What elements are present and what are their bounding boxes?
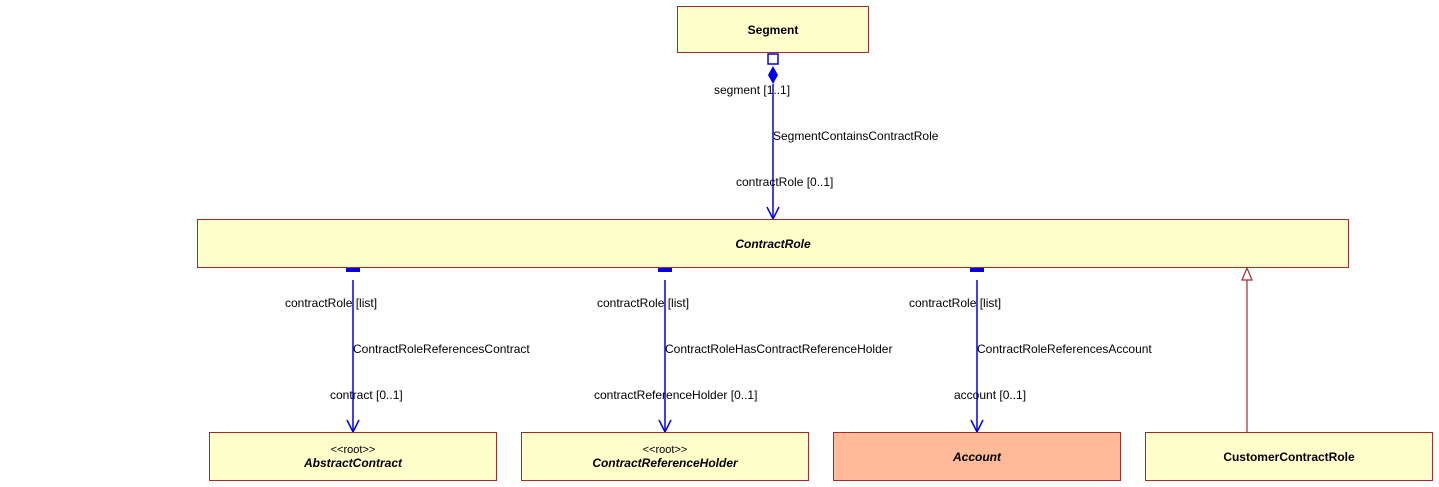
class-customer-contract-role[interactable]: CustomerContractRole — [1145, 432, 1433, 481]
class-name: ContractRole — [735, 236, 811, 251]
association-end-marker — [970, 267, 984, 272]
composition-square-marker — [767, 53, 779, 65]
class-account[interactable]: Account — [833, 432, 1121, 481]
class-contract-reference-holder[interactable]: <<root>> ContractReferenceHolder — [521, 432, 809, 481]
association-name-label: ContractRoleReferencesAccount — [977, 342, 1152, 356]
class-name: Segment — [747, 22, 799, 37]
generalization-triangle — [1241, 266, 1253, 281]
association-end-marker — [658, 267, 672, 272]
class-segment[interactable]: Segment — [677, 6, 869, 53]
stereotype-label: <<root>> — [642, 443, 688, 456]
generalization-connector[interactable] — [1241, 266, 1253, 432]
class-contract-role[interactable]: ContractRole — [197, 219, 1349, 268]
class-name: CustomerContractRole — [1223, 449, 1355, 464]
class-abstract-contract[interactable]: <<root>> AbstractContract — [209, 432, 497, 481]
source-role-label: contractRole [list] — [597, 296, 690, 310]
class-name: AbstractContract — [303, 455, 402, 470]
association-name-label: SegmentContainsContractRole — [773, 129, 939, 143]
class-name: Account — [953, 449, 1001, 464]
target-role-label: account [0..1] — [954, 388, 1027, 402]
association-end-marker — [346, 267, 360, 272]
target-role-label: contractReferenceHolder [0..1] — [594, 388, 758, 402]
target-role-label: contractRole [0..1] — [736, 175, 834, 189]
association-name-label: ContractRoleHasContractReferenceHolder — [665, 342, 893, 356]
stereotype-label: <<root>> — [330, 443, 376, 456]
source-role-label: segment [1..1] — [714, 83, 791, 97]
source-role-label: contractRole [list] — [285, 296, 378, 310]
association-name-label: ContractRoleReferencesContract — [353, 342, 530, 356]
source-role-label: contractRole [list] — [909, 296, 1002, 310]
class-name: ContractReferenceHolder — [592, 455, 738, 470]
target-role-label: contract [0..1] — [330, 388, 403, 402]
composition-diamond-marker — [768, 66, 778, 84]
segment-contains-connector[interactable] — [766, 53, 780, 221]
